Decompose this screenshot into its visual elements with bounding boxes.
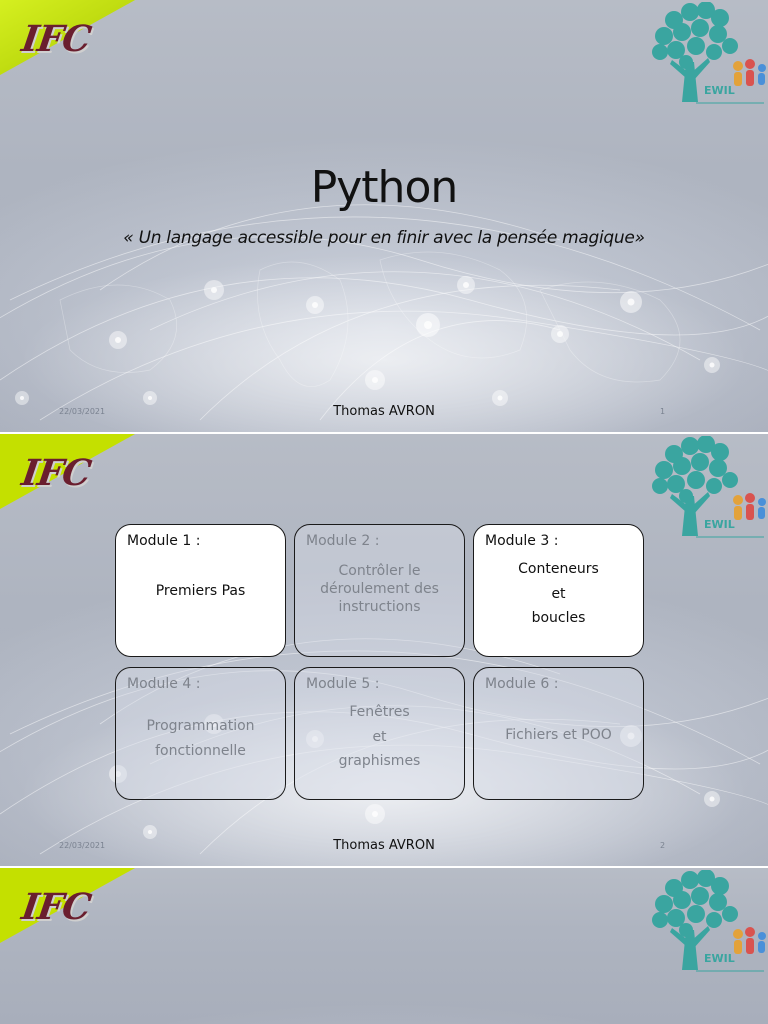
ifc-corner-shape xyxy=(0,434,135,509)
module-label: Module 6 : xyxy=(485,676,559,692)
module-label: Module 4 : xyxy=(127,676,201,692)
ifc-logo: IFC xyxy=(19,886,94,928)
tree-logo-icon: EWIL xyxy=(652,436,766,538)
module-title: Fichiers et POO xyxy=(505,727,612,743)
module-card-5[interactable]: Module 5 : Fenêtres et graphismes xyxy=(294,667,465,800)
footer-date: 22/03/2021 xyxy=(59,407,106,416)
module-label: Module 5 : xyxy=(306,676,380,692)
footer-author: Thomas AVRON xyxy=(333,838,435,853)
module-card-4[interactable]: Module 4 : Programmation fonctionnelle xyxy=(115,667,286,800)
ifc-corner-shape xyxy=(0,0,135,75)
tree-logo-icon: EWIL xyxy=(652,870,766,972)
ewil-logo-text: EWIL xyxy=(704,84,735,97)
slide-subtitle: « Un langage accessible pour en finir av… xyxy=(123,228,645,248)
module-card-2[interactable]: Module 2 : Contrôler le déroulement des … xyxy=(294,524,465,657)
slide-1: IFC EWIL Python « Un langage accessible … xyxy=(0,0,768,432)
module-title: Fenêtres et graphismes xyxy=(338,704,421,769)
ewil-logo-text: EWIL xyxy=(704,952,735,965)
tree-logo-icon: EWIL xyxy=(652,2,766,104)
footer-author: Thomas AVRON xyxy=(333,404,435,419)
ifc-logo: IFC xyxy=(19,18,94,60)
ifc-corner-shape xyxy=(0,868,135,943)
slide-3: IFC EWIL xyxy=(0,868,768,1024)
footer-date: 22/03/2021 xyxy=(59,841,106,850)
module-label: Module 2 : xyxy=(306,533,380,549)
module-card-6[interactable]: Module 6 : Fichiers et POO xyxy=(473,667,644,800)
module-card-1[interactable]: Module 1 : Premiers Pas xyxy=(115,524,286,657)
module-title: Programmation fonctionnelle xyxy=(146,718,255,759)
slide-title: Python xyxy=(310,162,459,213)
module-title: Premiers Pas xyxy=(155,583,246,599)
footer-page-number: 2 xyxy=(660,841,666,850)
footer-page-number: 1 xyxy=(660,407,666,416)
module-card-3[interactable]: Module 3 : Conteneurs et boucles xyxy=(473,524,644,657)
slide-2: IFC EWIL Module 1 : Premiers Pas xyxy=(0,434,768,866)
ifc-logo: IFC xyxy=(19,452,94,494)
module-label: Module 3 : xyxy=(485,533,559,549)
module-title: Conteneurs et boucles xyxy=(518,561,599,626)
world-network-background xyxy=(0,204,768,421)
world-network-background xyxy=(0,638,768,855)
ewil-logo-text: EWIL xyxy=(704,518,735,531)
module-label: Module 1 : xyxy=(127,533,201,549)
module-title: Contrôler le déroulement des instruction… xyxy=(320,563,439,616)
